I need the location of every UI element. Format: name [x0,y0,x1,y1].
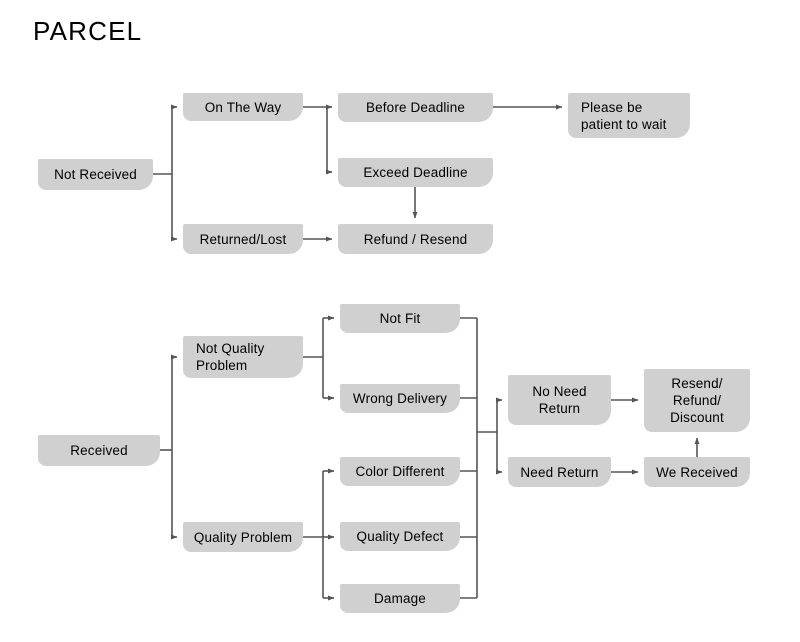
node-exceed-deadline[interactable]: Exceed Deadline [338,158,493,187]
node-damage[interactable]: Damage [340,584,460,613]
node-refund-resend[interactable]: Refund / Resend [338,224,493,254]
page-title: PARCEL [33,16,143,46]
node-not-quality-problem[interactable]: Not Quality Problem [183,336,303,378]
node-please-be-patient-to-wait[interactable]: Please be patient to wait [568,93,690,138]
node-resend-refund-discount[interactable]: Resend/ Refund/ Discount [644,369,750,432]
node-quality-defect[interactable]: Quality Defect [340,522,460,551]
node-on-the-way[interactable]: On The Way [183,93,303,121]
node-received[interactable]: Received [38,435,160,466]
node-before-deadline[interactable]: Before Deadline [338,93,493,122]
node-returned-lost[interactable]: Returned/Lost [183,224,303,254]
node-color-different[interactable]: Color Different [340,457,460,486]
node-wrong-delivery[interactable]: Wrong Delivery [340,384,460,413]
node-we-received[interactable]: We Received [644,457,750,487]
node-need-return[interactable]: Need Return [508,457,611,487]
node-quality-problem[interactable]: Quality Problem [183,522,303,552]
node-no-need-return[interactable]: No Need Return [508,375,611,425]
node-not-received[interactable]: Not Received [38,159,153,190]
node-not-fit[interactable]: Not Fit [340,304,460,333]
